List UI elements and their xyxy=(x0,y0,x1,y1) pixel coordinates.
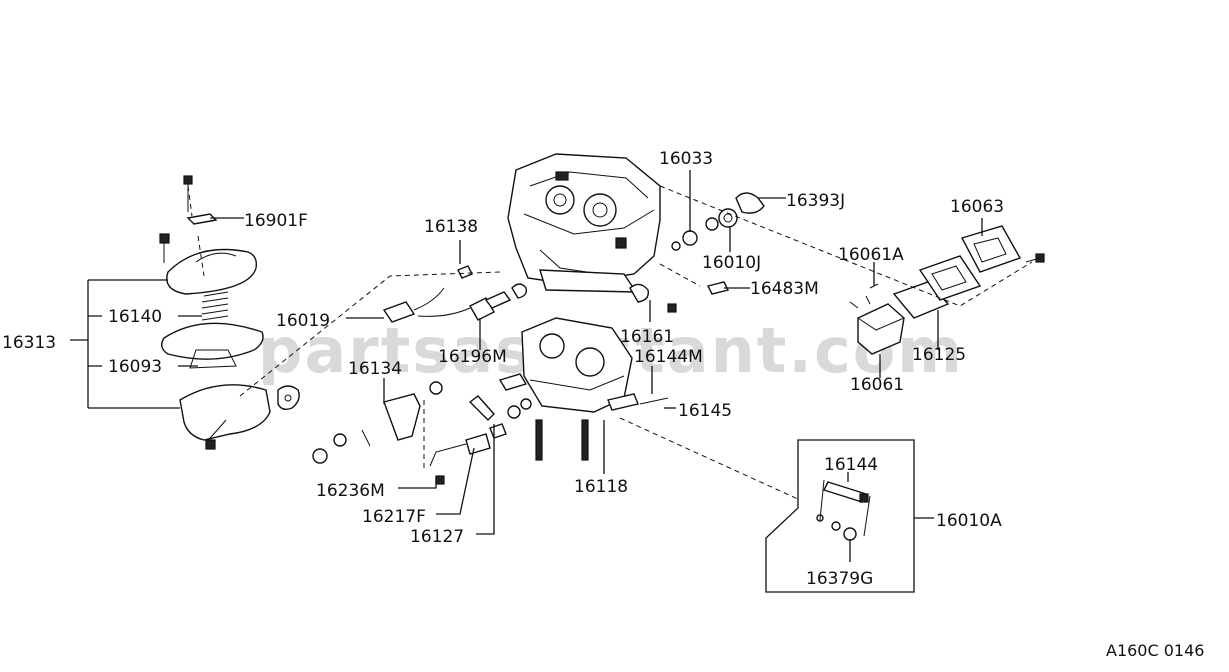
label-16033: 16033 xyxy=(659,149,713,169)
valve-assembly-16061 xyxy=(849,225,1045,355)
label-16901F: 16901F xyxy=(244,211,308,231)
label-16483M: 16483M xyxy=(750,279,819,299)
label-16093: 16093 xyxy=(108,357,162,377)
drawing-code: A160C 0146 xyxy=(1106,641,1204,660)
label-16217F: 16217F xyxy=(362,507,426,527)
label-16236M: 16236M xyxy=(316,481,385,501)
label-16118: 16118 xyxy=(574,477,628,497)
label-16063: 16063 xyxy=(950,197,1004,217)
label-16145: 16145 xyxy=(678,401,732,421)
part-labels: 16033 16393J 16063 16901F 16138 16010J 1… xyxy=(2,149,1004,589)
label-16196M: 16196M xyxy=(438,347,507,367)
label-16061: 16061 xyxy=(850,375,904,395)
label-16134: 16134 xyxy=(348,359,402,379)
label-16313: 16313 xyxy=(2,333,56,353)
label-16010J: 16010J xyxy=(702,253,761,273)
label-16161: 16161 xyxy=(620,327,674,347)
label-16019: 16019 xyxy=(276,311,330,331)
diaphragm-assembly xyxy=(159,175,300,450)
carburetor-top-body xyxy=(507,153,661,293)
label-16379G: 16379G xyxy=(806,569,873,589)
top-body-fittings xyxy=(457,192,765,313)
label-16010A: 16010A xyxy=(936,511,1002,531)
label-16144: 16144 xyxy=(824,455,878,475)
label-16138: 16138 xyxy=(424,217,478,237)
label-16125: 16125 xyxy=(912,345,966,365)
connector-16019 xyxy=(382,283,528,323)
leader-lines xyxy=(70,170,1033,562)
label-16127: 16127 xyxy=(410,527,464,547)
label-16393J: 16393J xyxy=(786,191,845,211)
inset-kit-16010A xyxy=(765,439,915,593)
label-16144M: 16144M xyxy=(634,347,703,367)
carburetor-lower-body xyxy=(498,317,669,461)
label-16061A: 16061A xyxy=(838,245,904,265)
linkage-parts xyxy=(312,381,532,485)
label-16140: 16140 xyxy=(108,307,162,327)
